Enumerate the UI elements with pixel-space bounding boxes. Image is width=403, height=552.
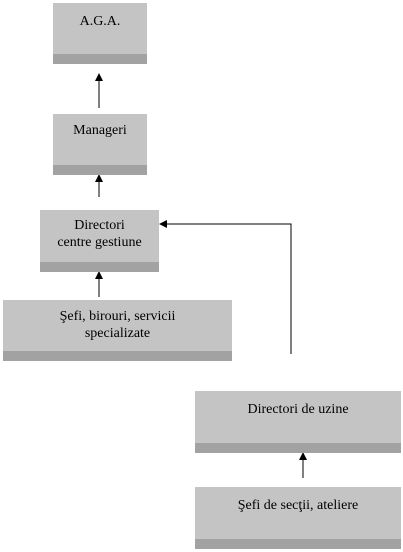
node-manageri-label: Manageri: [73, 123, 127, 138]
node-sefi-sectii-ateliere-label: Şefi de secţii, ateliere: [237, 498, 359, 513]
arrow-uzine-to-directori: [159, 220, 292, 354]
node-aga: A.G.A.: [53, 3, 147, 64]
node-sefi-sectii-ateliere: Şefi de secţii, ateliere: [195, 487, 401, 549]
node-directori-uzine-label: Directori de uzine: [247, 402, 349, 417]
node-sefi-birouri-servicii-label: Şefi, birouri, servicii specializate: [59, 309, 176, 341]
node-directori-centre-gestiune: Directori centre gestiune: [40, 210, 159, 272]
node-aga-label: A.G.A.: [79, 14, 121, 29]
node-directori-centre-gestiune-label: Directori centre gestiune: [57, 218, 142, 250]
node-sefi-birouri-servicii: Şefi, birouri, servicii specializate: [3, 300, 232, 361]
node-manageri: Manageri: [53, 114, 147, 175]
node-directori-uzine: Directori de uzine: [195, 391, 401, 453]
